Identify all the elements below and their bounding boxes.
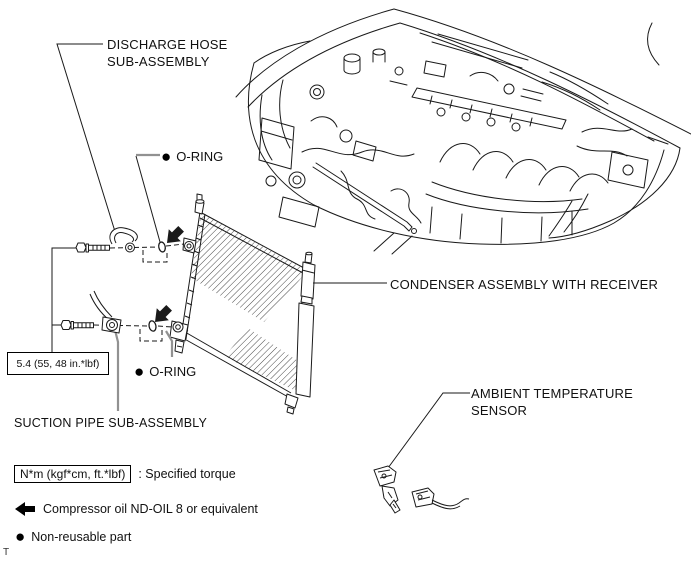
torque-symbol-box: N*m (kgf*cm, ft.*lbf)	[14, 465, 132, 483]
o-ring-bottom-part	[148, 320, 157, 332]
compressor-oil-label: Compressor oil ND-OIL 8 or equivalent	[43, 502, 258, 516]
discharge-hose-label: DISCHARGE HOSE SUB-ASSEMBLY	[107, 37, 228, 69]
non-reusable-label: Non-reusable part	[31, 530, 132, 544]
bolt	[75, 242, 87, 253]
torque-description: : Specified torque	[138, 467, 236, 481]
non-reusable-icon: ●	[134, 361, 145, 381]
torque-spec-value: 5.4 (55, 48 in.*lbf)	[16, 357, 100, 370]
o-ring-top-part	[158, 241, 166, 253]
non-reusable-icon: ●	[161, 146, 172, 166]
suction-pipe-label: SUCTION PIPE SUB-ASSEMBLY	[14, 416, 208, 430]
o-ring-top-label-row: ● O-RING	[161, 146, 224, 166]
o-ring-top-label: O-RING	[176, 149, 224, 164]
condenser-label: CONDENSER ASSEMBLY WITH RECEIVER	[390, 277, 659, 292]
non-reusable-icon: ●	[15, 527, 26, 546]
legend-oil-row: Compressor oil ND-OIL 8 or equivalent	[14, 501, 258, 517]
oil-arrow-icon	[155, 305, 172, 322]
torque-spec-box: 5.4 (55, 48 in.*lbf)	[7, 352, 109, 375]
condenser-fins-bottom	[225, 328, 304, 391]
o-ring-bottom-label: O-RING	[149, 364, 197, 379]
discharge-hose-drawing	[75, 227, 138, 253]
oil-arrow-icon	[15, 502, 35, 516]
engine-bay-illustration	[235, 8, 691, 255]
o-ring-bottom-label-row: ● O-RING	[134, 361, 197, 381]
legend-nonreusable-row: ● Non-reusable part	[15, 527, 132, 546]
o-ring-parts	[148, 241, 166, 332]
oil-apply-arrows	[155, 226, 184, 322]
suction-pipe-drawing	[60, 290, 122, 334]
oil-arrow-icon	[167, 226, 184, 243]
leader-lines-gray	[113, 153, 174, 411]
ambient-sensor-label: AMBIENT TEMPERATURE SENSOR	[471, 386, 633, 418]
leader-lines-black	[51, 43, 470, 469]
ambient-sensor-drawing	[373, 465, 470, 514]
bolt	[60, 320, 72, 330]
legend-torque-row: N*m (kgf*cm, ft.*lbf) : Specified torque	[14, 465, 236, 483]
footer-mark: T	[3, 547, 10, 558]
